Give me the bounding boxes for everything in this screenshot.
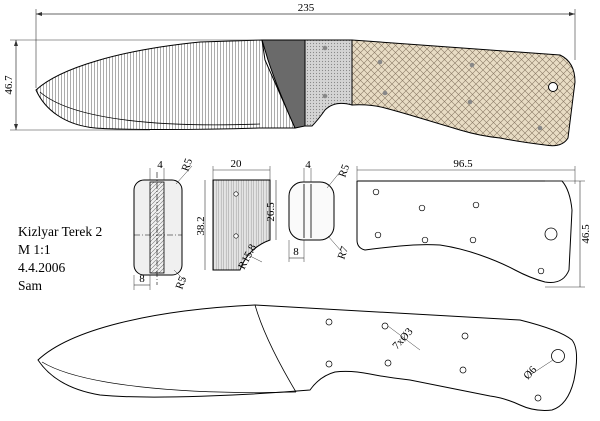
title-name: Kizlyar Terek 2 [18,224,102,239]
dim-handle-height: 46.5 [580,224,592,244]
dim-scale-width: 8 [293,246,299,258]
top-bolster [261,39,306,129]
top-lanyard-hole [548,82,558,92]
dim-scale-radius-top: R5 [337,162,353,179]
title-scale: M 1:1 [18,242,51,257]
top-pin-5 [469,62,475,68]
bottom-knife-view: 7xØ3 Ø6 [37,304,578,411]
bottom-blade-grind [254,304,297,393]
top-pin-2 [322,93,328,99]
top-pin-4 [382,90,388,96]
top-pin-1 [322,45,328,51]
dim-bolster-inner-height: 26.5 [265,202,277,222]
top-blade-edge [39,91,261,126]
bottom-knife-outline [37,304,578,411]
bottom-blade-edge [41,361,297,393]
top-pin-3 [377,59,383,65]
bolster-side-view: 20 38.2 26.5 R15.8 [195,158,277,271]
dim-handle-length: 96.5 [453,158,473,170]
bolster-side [212,179,271,271]
dim-bolster-side-width: 20 [231,158,243,170]
title-block: Kizlyar Terek 2 M 1:1 4.4.2006 Sam [18,224,102,293]
top-bolster-insert [304,39,353,127]
dim-scale-radius-bottom: R7 [336,244,352,261]
bolster-section-view: 4 R5 R5 8 [133,156,196,291]
top-blade [35,39,296,130]
dim-bolster-height: 38.2 [195,216,207,235]
dim-bolster-radius-top: R5 [180,156,196,173]
dim-bolster-radius-bottom: R5 [174,274,190,291]
dim-overall-length: 235 [298,2,315,14]
dim-bolster-thickness: 4 [157,159,163,171]
top-knife-view: 235 46.7 [3,2,576,147]
scale-section [288,181,335,241]
handle-scale-outline [356,180,573,283]
scale-section-view: 4 R5 8 R7 [288,159,353,262]
title-author: Sam [18,278,43,293]
handle-scale-view: 96.5 46.5 [356,158,592,288]
dim-blade-height: 46.7 [3,75,15,95]
title-date: 4.4.2006 [18,260,66,275]
top-handle-scale [351,39,576,147]
dim-scale-thickness: 4 [305,159,311,171]
dim-bolster-width: 8 [139,273,145,285]
top-pin-6 [467,99,473,105]
top-pin-7 [537,125,543,131]
